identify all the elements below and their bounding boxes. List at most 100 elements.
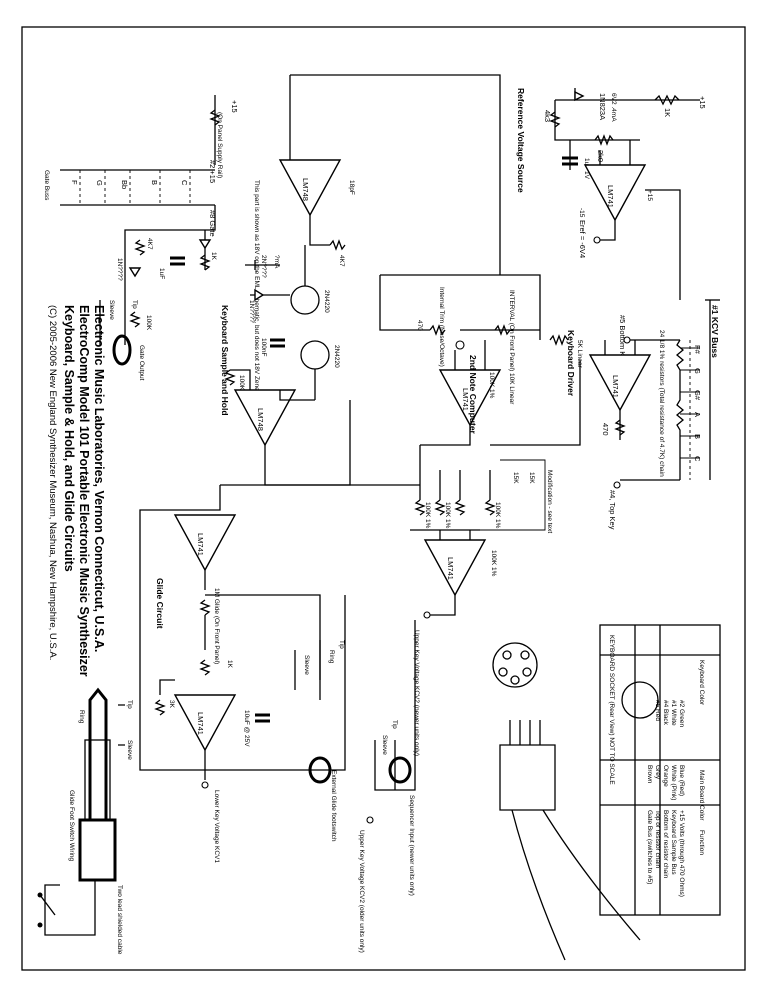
ref-out-label: Eref = -6V4 (578, 220, 587, 258)
gate-tip: Tip (131, 300, 138, 309)
key-contacts-right: F# G G# A B C (680, 345, 702, 462)
row4-fn: Gate Bus (switches to #5) (646, 810, 653, 884)
glide-tip: Tip (338, 640, 345, 649)
title-line4: (C) 2005-2006 New England Synthesizer Mu… (47, 305, 58, 660)
sample-and-hold: LM748 18pF 4K7 This part is shown as 18V… (220, 74, 501, 486)
ref-plus15b: +15 (646, 190, 653, 201)
ref-plus15: +15 (698, 96, 707, 109)
opamp-sum (423, 539, 487, 597)
opamp-driver (588, 354, 652, 412)
ref-r1k: 1K (663, 108, 672, 117)
row4-main: Brown (646, 765, 653, 784)
key-left-b: B (150, 180, 159, 185)
sum-r3: 100K 1% (494, 502, 501, 529)
notecomp-r100k: 100K 1% (488, 372, 495, 399)
title-line1: Electronic Music Laboratories, Vernon Co… (92, 305, 106, 652)
plug-tip-label: Tip (126, 700, 133, 709)
gate-bus-label: Gate Buss (43, 170, 50, 201)
socket-label: KEYBOARD SOCKET (Rear View) NOT TO SCALE (608, 635, 615, 785)
table-rows: #2 Green #1 White #4 Black #5 Red Blue (… (646, 700, 685, 897)
seq-tip: Tip (391, 720, 398, 729)
row3-kb: #5 Red (654, 700, 661, 721)
fet-2-label: 2N4220 (333, 345, 340, 368)
top-key-terminal[interactable] (613, 481, 621, 489)
opamp-glide1-label: LM741 (196, 533, 205, 556)
seq-sleeve: Sleeve (381, 735, 388, 755)
row0-main: Blue (Red) (678, 765, 685, 796)
keyboard-connector-plug (492, 642, 641, 961)
fet-1 (290, 285, 320, 315)
gate-plus15: +15 (230, 100, 239, 113)
opamp-ref (583, 164, 647, 222)
sh-r100k: 100K (238, 375, 245, 391)
title-block: Electronic Music Laboratories, Vernon Co… (47, 305, 106, 677)
plug-body (499, 744, 556, 811)
resistor-chain-label: 24 1/8 1% resistors (Total resistance of… (658, 330, 665, 477)
opamp-sum-label: LM741 (446, 557, 455, 580)
key-left-f: F (70, 180, 79, 185)
table-header-main: Main Board Color (698, 770, 705, 821)
upper-kv-label: Upper Key Voltage KCV2 (newer units only… (413, 630, 420, 756)
glide-circuit: LM741 1M Glide (On Front Panel) Glide Ci… (139, 485, 346, 863)
sample-hold-label: Keyboard Sample and Hold (220, 305, 230, 416)
zener-label: 1N823A (598, 93, 607, 120)
row2-main: Orange (662, 765, 669, 787)
sum-r1: 100K 1% (424, 502, 431, 529)
row3-fn: Top of resistor chain (654, 810, 661, 869)
table-header-function: Function (698, 830, 705, 855)
sh-diode-1n: 1N???? (248, 300, 255, 323)
driver-pot-label: 5K Linear (576, 340, 583, 369)
bottom-key-label: #5 Bottom Key (618, 315, 627, 364)
gate-output-jack[interactable] (112, 334, 132, 366)
lower-kv-terminal[interactable] (201, 781, 209, 789)
gate-cap: 1uF (158, 268, 165, 279)
sh-r4k7: 4K7 (338, 255, 345, 267)
sum-r15k-b: 15K (528, 472, 535, 484)
keyboard-driver: LM741 470 Keyboard Driver 5K Linear (549, 330, 652, 440)
title-line3: Keyboard, Sample & Hold, and Glide Circu… (62, 305, 76, 572)
sh-cap100n: 100nF (260, 338, 267, 356)
glide-footswitch-jack[interactable] (308, 756, 332, 784)
driver-r470: 470 (601, 423, 610, 436)
plug-sleeve (78, 818, 117, 882)
gate-r4k7: 4K7 (146, 238, 153, 250)
gate-plus15-bus: #2 +15 (208, 160, 217, 183)
key-left-g: G (95, 180, 104, 186)
row1-fn: Keyboard Sample Bus (670, 810, 677, 875)
top-key-label: #4, Top Key (608, 490, 617, 530)
summing-amp: Modification - see text 100K 1% 100K 1% … (410, 445, 553, 756)
sum-r15k: 15K (512, 472, 519, 484)
sequencer-jack[interactable] (388, 756, 412, 784)
notecomp-r470: 470 (416, 320, 423, 331)
ref-r4k3: 4k3 (543, 110, 552, 122)
footswitch-wiring-label: Glide Foot Switch Wiring (68, 790, 75, 862)
key-a: A (693, 412, 702, 417)
sheet-border (21, 26, 746, 971)
reference-voltage-source-label: Reference Voltage Source (516, 88, 526, 193)
fet-1-label: 2N4220 (323, 290, 330, 313)
ref-minus15: -15 (578, 208, 585, 218)
table-header-kb: Keyboard Color (698, 660, 705, 706)
upper-kv-terminal[interactable] (423, 611, 431, 619)
gate-output-label: Gate Output (138, 345, 145, 381)
row1-kb: #1 White (670, 700, 677, 726)
keyboard-buses: #1 KCV Buss F# G G# A B C 24 1/8 1% resi… (608, 299, 720, 530)
opamp-driver-label: LM741 (611, 375, 620, 398)
opamp-glide2 (173, 694, 237, 752)
sh-zener-ma: ?mA (273, 255, 280, 269)
bottom-key-terminal[interactable] (623, 336, 631, 344)
row3-main: Grey (654, 765, 661, 780)
gate-panel-note: (On Panel Supply Rail) (216, 112, 223, 178)
ref-out-terminal[interactable] (593, 236, 601, 244)
opamp-glide2-label: LM741 (196, 712, 205, 735)
opamp-sh1-label: LM748 (301, 178, 310, 201)
key-left-c: C (180, 180, 189, 186)
plug-sleeve-label: Sleeve (126, 740, 133, 760)
glide-sleeve: Sleeve (303, 655, 310, 675)
sh-diode-2n: 2N???? (260, 255, 267, 278)
row1-main: White (Pink) (670, 765, 677, 800)
opamp-notecomp-label: LM741 (461, 388, 470, 411)
key-b: B (693, 434, 702, 439)
gate-diode: 1N???? (116, 258, 123, 281)
